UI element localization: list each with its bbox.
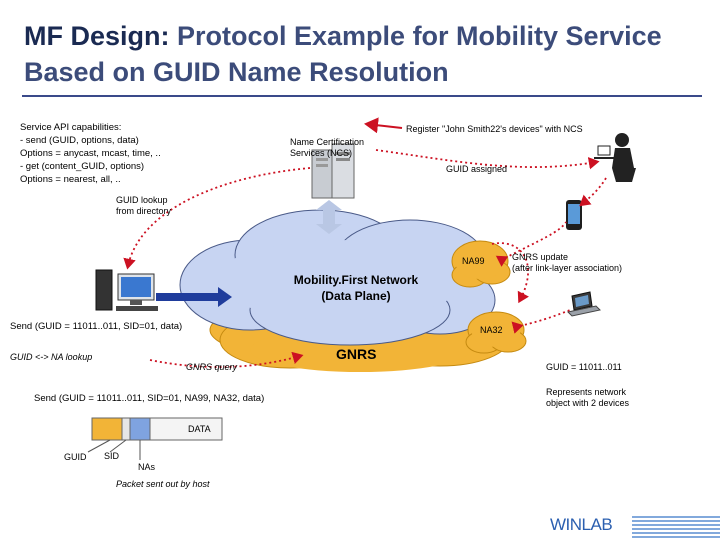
register-label: Register "John Smith22's devices" with N…	[406, 124, 583, 134]
gnrs-update-line: (after link-layer association)	[512, 263, 623, 273]
ncs-cloud-link	[316, 200, 342, 234]
packet-guid-label: GUID	[64, 452, 87, 462]
capabilities-line: - send (GUID, options, data)	[20, 135, 139, 146]
ncs-label-line: Name Certification	[290, 137, 365, 147]
laptop-icon	[566, 291, 602, 317]
na32-bubble	[465, 311, 527, 354]
ncs-server-icon	[311, 143, 355, 199]
user-person-icon	[594, 133, 636, 182]
guid-assigned-label: GUID assigned	[446, 164, 508, 174]
guid-lookup-line: GUID lookup	[116, 195, 168, 205]
capabilities-line: - get (content_GUID, options)	[20, 161, 145, 172]
network-label-line: Mobility.First Network	[293, 273, 419, 287]
gnrs-update-label: GNRS update (after link-layer associatio…	[512, 252, 622, 274]
packet-sid-label: SID	[104, 451, 120, 461]
guid-pointer	[87, 439, 111, 453]
guid-na-lookup-label: GUID <-> NA lookup	[10, 352, 93, 362]
sid-pointer	[109, 439, 127, 453]
packet-guid-field	[91, 417, 123, 441]
na32-label: NA32	[480, 325, 503, 335]
na99-label: NA99	[462, 256, 485, 266]
winlab-logo: WINLAB	[550, 515, 613, 534]
gnrs-label: GNRS	[336, 346, 377, 362]
guid-lookup-line: from directory	[116, 206, 172, 216]
send-simple-label: Send (GUID = 11011..011, SID=01, data)	[10, 321, 183, 332]
smartphone-icon	[566, 200, 582, 230]
guid-to-phone-arrow	[579, 177, 607, 207]
winlab-logo-bars	[632, 514, 720, 538]
packet-nas-field	[129, 417, 151, 441]
register-arrow	[364, 117, 403, 134]
represents-line: Represents network	[546, 387, 627, 397]
ncs-label-line: Services (NCS)	[290, 148, 353, 158]
packet-nas-label: NAs	[138, 462, 156, 472]
mobility-first-cloud	[179, 209, 496, 346]
na99-phone-arrow	[495, 221, 567, 267]
desktop-pc-icon	[95, 269, 158, 311]
packet-caption: Packet sent out by host	[116, 479, 210, 489]
packet-sid-field	[121, 417, 131, 441]
capabilities-line: Options = nearest, all, ..	[20, 174, 121, 185]
send-arrow	[156, 287, 232, 307]
na32-laptop-arrow	[511, 309, 571, 334]
gnrs-query-arrow	[149, 351, 304, 368]
capabilities-line: Options = anycast, mcast, time, ..	[20, 148, 161, 159]
guid-assigned-arrow	[375, 149, 600, 170]
network-label-line: (Data Plane)	[321, 289, 391, 303]
service-api-capabilities: Service API capabilities: - send (GUID, …	[20, 121, 161, 186]
gnrs-update-line: GNRS update	[512, 252, 569, 262]
slide-title: MF Design: Protocol Example for Mobility…	[24, 18, 704, 90]
gnrs-update-arrow	[491, 242, 529, 304]
guid-lookup-label: GUID lookup from directory	[116, 195, 171, 217]
gnrs-query-label: GNRS query	[186, 362, 238, 372]
represents-line: object with 2 devices	[546, 398, 630, 408]
packet-data-label: DATA	[188, 424, 211, 434]
network-label: Mobility.First Network (Data Plane)	[286, 272, 426, 304]
title-part-1: MF Design:	[24, 21, 170, 51]
packet-data-field	[149, 417, 223, 441]
title-divider	[22, 95, 702, 97]
represents-label: Represents network object with 2 devices	[546, 387, 629, 409]
packet-diagram	[87, 417, 223, 460]
capabilities-line: Service API capabilities:	[20, 122, 122, 133]
title-part-2: Protocol Example for Mobility Service Ba…	[24, 21, 662, 87]
ncs-label: Name Certification Services (NCS)	[290, 137, 364, 159]
send-full-label: Send (GUID = 11011..011, SID=01, NA99, N…	[34, 393, 265, 404]
guid-value-label: GUID = 11011..011	[546, 362, 622, 372]
